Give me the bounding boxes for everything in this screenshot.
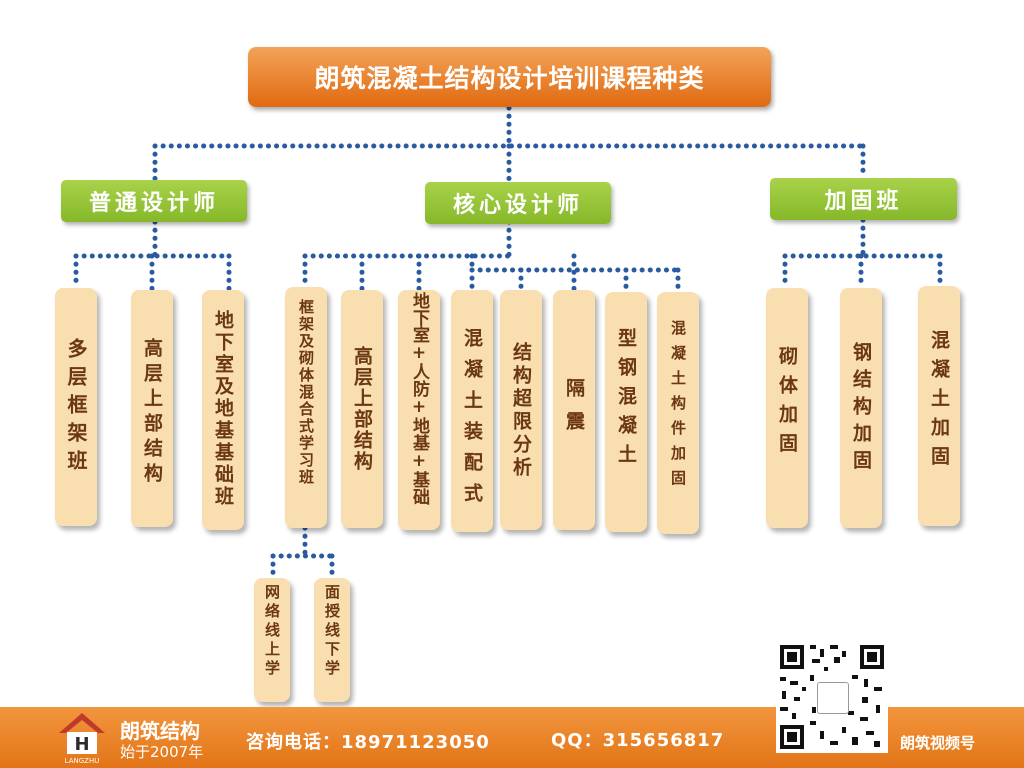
course-label: 混凝土加固: [928, 330, 950, 475]
course-label: 钢结构加固: [850, 342, 872, 477]
course-concrete-member-reinforcement: 混凝土构件加固: [657, 292, 699, 534]
course-label: 多层框架班: [64, 338, 88, 478]
course-prefabricated-concrete: 混凝土装配式: [451, 290, 493, 532]
qr-code: [776, 641, 888, 753]
course-steel-structure-reinforcement: 钢结构加固: [840, 288, 882, 528]
course-seismic-isolation: 隔震: [553, 290, 595, 530]
course-label: 型钢混凝土: [615, 328, 637, 473]
qq-number: QQ：315656817: [551, 730, 725, 751]
brand-since: 始于2007年: [120, 743, 204, 761]
course-label: 结构超限分析: [510, 342, 532, 480]
brand-name: 朗筑结构: [120, 719, 200, 743]
course-label: 高层上部结构: [351, 346, 373, 472]
course-highrise-superstructure-core: 高层上部结构: [341, 290, 383, 528]
course-basement-civil-defense: 地下室+人防+地基+基础: [398, 290, 440, 530]
course-highrise-superstructure: 高层上部结构: [131, 290, 173, 527]
chart-title: 朗筑混凝土结构设计培训课程种类: [248, 47, 771, 107]
course-label: 砌体加固: [776, 346, 798, 462]
phone-number: 咨询电话：18971123050: [246, 732, 490, 753]
course-label: 高层上部结构: [141, 338, 163, 488]
course-label: 混凝土装配式: [461, 328, 483, 514]
course-label: 地下室及地基基础班: [212, 310, 234, 508]
course-concrete-reinforcement: 混凝土加固: [918, 286, 960, 526]
category-reinforcement: 加固班: [770, 178, 957, 220]
qr-logo: [817, 682, 849, 714]
mode-label: 面授线下学: [323, 584, 341, 679]
course-frame-masonry-mixed: 框架及砌体混合式学习班: [285, 287, 327, 528]
course-out-of-code-analysis: 结构超限分析: [500, 290, 542, 530]
course-label: 框架及砌体混合式学习班: [297, 299, 315, 486]
langzhu-logo: H LANGZHU: [59, 713, 105, 765]
course-masonry-reinforcement: 砌体加固: [766, 288, 808, 528]
course-label: 隔震: [563, 378, 585, 444]
mode-online-study: 网络线上学: [254, 578, 290, 702]
category-core-designer: 核心设计师: [425, 182, 611, 224]
mode-offline-study: 面授线下学: [314, 578, 350, 702]
logo-text: LANGZHU: [65, 757, 100, 765]
course-multistory-frame: 多层框架班: [55, 288, 97, 526]
course-steel-reinforced-concrete: 型钢混凝土: [605, 292, 647, 532]
category-normal-designer: 普通设计师: [61, 180, 247, 222]
course-basement-foundation: 地下室及地基基础班: [202, 290, 244, 530]
course-label: 地下室+人防+地基+基础: [409, 292, 429, 505]
logo-letter: H: [74, 734, 89, 755]
video-account-label: 朗筑视频号: [900, 734, 976, 752]
mode-label: 网络线上学: [263, 584, 281, 679]
course-label: 混凝土构件加固: [669, 320, 687, 495]
